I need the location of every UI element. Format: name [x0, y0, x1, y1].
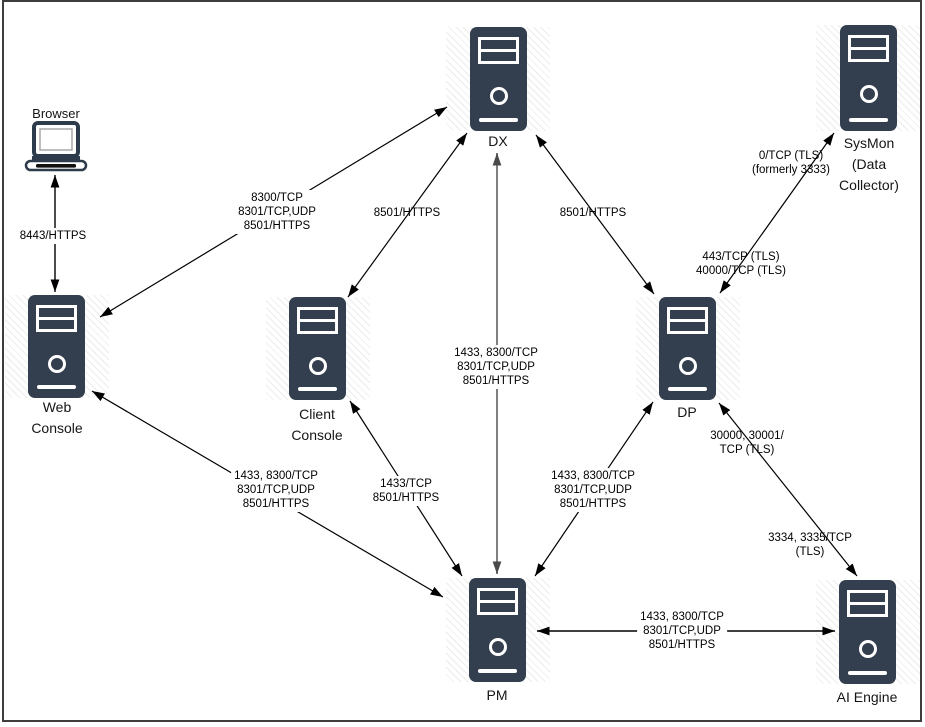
server-slot-bar	[479, 118, 518, 122]
server-power-ring	[47, 355, 66, 373]
server-panel	[36, 305, 77, 332]
edge-label-dp-ai-engine-upper: 30000, 30001/ TCP (TLS)	[710, 430, 784, 456]
edge-label-dx-dp: 8501/HTTPS	[559, 207, 627, 219]
server-power-ring	[308, 357, 327, 375]
server-power-ring	[678, 357, 697, 375]
dx-label: DX	[488, 133, 508, 149]
edge-dp-sysmon	[719, 132, 835, 294]
dp-server-icon	[659, 297, 716, 400]
edge-label-dp-sysmon-lower: 443/TCP (TLS) 40000/TCP (TLS)	[696, 251, 786, 277]
server-slot-bar	[37, 385, 76, 389]
server-power-ring	[488, 638, 507, 656]
dx-server-icon	[470, 27, 527, 131]
edge-dp-ai-engine	[718, 402, 858, 577]
laptop-icon	[24, 121, 88, 172]
client-console-label: Client Console	[291, 406, 343, 443]
ai-engine-label: AI Engine	[836, 689, 898, 705]
server-slot-bar	[668, 387, 707, 391]
edge-label-dp-ai-engine-lower: 3334, 3335/TCP (TLS)	[768, 532, 852, 558]
server-power-ring	[858, 640, 877, 658]
edge-dx-dp	[535, 134, 655, 295]
server-power-ring	[489, 87, 508, 105]
server-panel	[848, 35, 889, 62]
ai-engine-server-icon	[839, 580, 896, 684]
edge-client-console-dx	[347, 132, 468, 298]
edge-label-client-console-pm: 1433/TCP 8501/HTTPS	[369, 476, 443, 506]
edge-label-dx-pm: 1433, 8300/TCP 8301/TCP,UDP 8501/HTTPS	[451, 345, 541, 389]
web-console-label: Web Console	[31, 399, 83, 436]
server-panel	[297, 307, 338, 334]
edge-label-client-console-dx: 8501/HTTPS	[373, 207, 441, 219]
sysmon-server-icon	[840, 25, 897, 131]
browser-label: Browser	[32, 106, 80, 121]
web-console-server-icon	[28, 295, 85, 398]
server-slot-bar	[478, 669, 517, 673]
edge-label-browser-web-console: 8443/HTTPS	[16, 228, 90, 244]
server-panel	[847, 590, 888, 617]
edge-label-dp-pm: 1433, 8300/TCP 8301/TCP,UDP 8501/HTTPS	[548, 468, 638, 512]
edge-label-web-console-pm: 1433, 8300/TCP 8301/TCP,UDP 8501/HTTPS	[231, 468, 321, 512]
pm-label: PM	[486, 687, 508, 703]
edge-label-dp-sysmon-upper: 0/TCP (TLS) (formerly 3333)	[752, 150, 830, 176]
dp-label: DP	[677, 404, 697, 420]
pm-server-icon	[469, 578, 526, 682]
client-console-server-icon	[289, 297, 346, 400]
server-slot-bar	[849, 118, 888, 122]
server-panel	[478, 37, 519, 64]
server-panel	[667, 307, 708, 334]
server-slot-bar	[298, 387, 337, 391]
server-slot-bar	[848, 671, 887, 675]
sysmon-label: SysMon (Data Collector)	[839, 135, 899, 193]
edge-label-pm-ai-engine: 1433, 8300/TCP 8301/TCP,UDP 8501/HTTPS	[637, 609, 727, 653]
server-panel	[477, 588, 518, 615]
edge-label-web-console-dx: 8300/TCP 8301/TCP,UDP 8501/HTTPS	[235, 190, 319, 234]
server-power-ring	[859, 85, 878, 103]
